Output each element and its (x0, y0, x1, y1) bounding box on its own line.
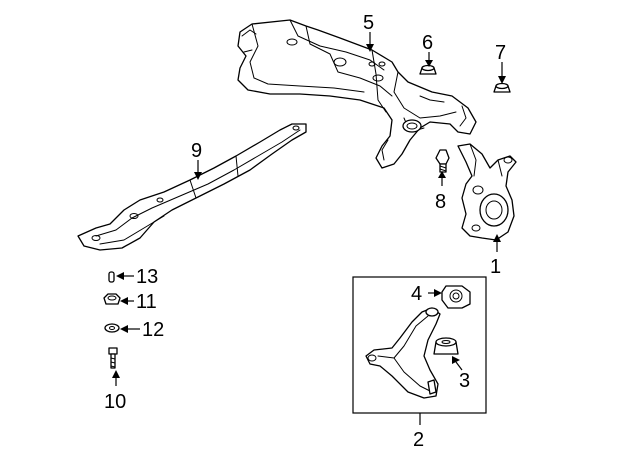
callout-6: 6 (422, 32, 433, 54)
bolt-part-8 (435, 149, 450, 173)
callout-12: 12 (142, 319, 164, 341)
nut-part-7 (493, 82, 511, 93)
nut-part-11 (103, 293, 121, 305)
callout-11: 11 (136, 291, 157, 313)
bushing-part-4 (441, 285, 471, 309)
callout-13: 13 (136, 266, 158, 288)
callout-1: 1 (490, 256, 501, 278)
callout-10: 10 (104, 391, 126, 413)
support-bar-part-9 (77, 123, 307, 251)
knuckle-part-1 (457, 143, 517, 241)
callout-5: 5 (363, 12, 374, 34)
nut-part-6 (419, 64, 437, 75)
clip-part-13 (108, 271, 115, 283)
callout-labels: 5 6 7 8 9 1 13 11 12 10 4 3 2 (104, 12, 506, 451)
callout-3: 3 (459, 370, 470, 392)
leader-lines (112, 32, 506, 425)
callout-7: 7 (495, 42, 506, 64)
bushing-part-3 (433, 337, 459, 355)
callout-9: 9 (191, 140, 202, 162)
bolt-part-10 (108, 347, 118, 369)
callout-8: 8 (435, 191, 446, 213)
washer-part-12 (104, 323, 120, 333)
control-arm-part-2 (365, 307, 441, 399)
callout-4: 4 (411, 283, 422, 305)
crossmember-part-5 (237, 19, 477, 169)
callout-2: 2 (413, 429, 424, 451)
